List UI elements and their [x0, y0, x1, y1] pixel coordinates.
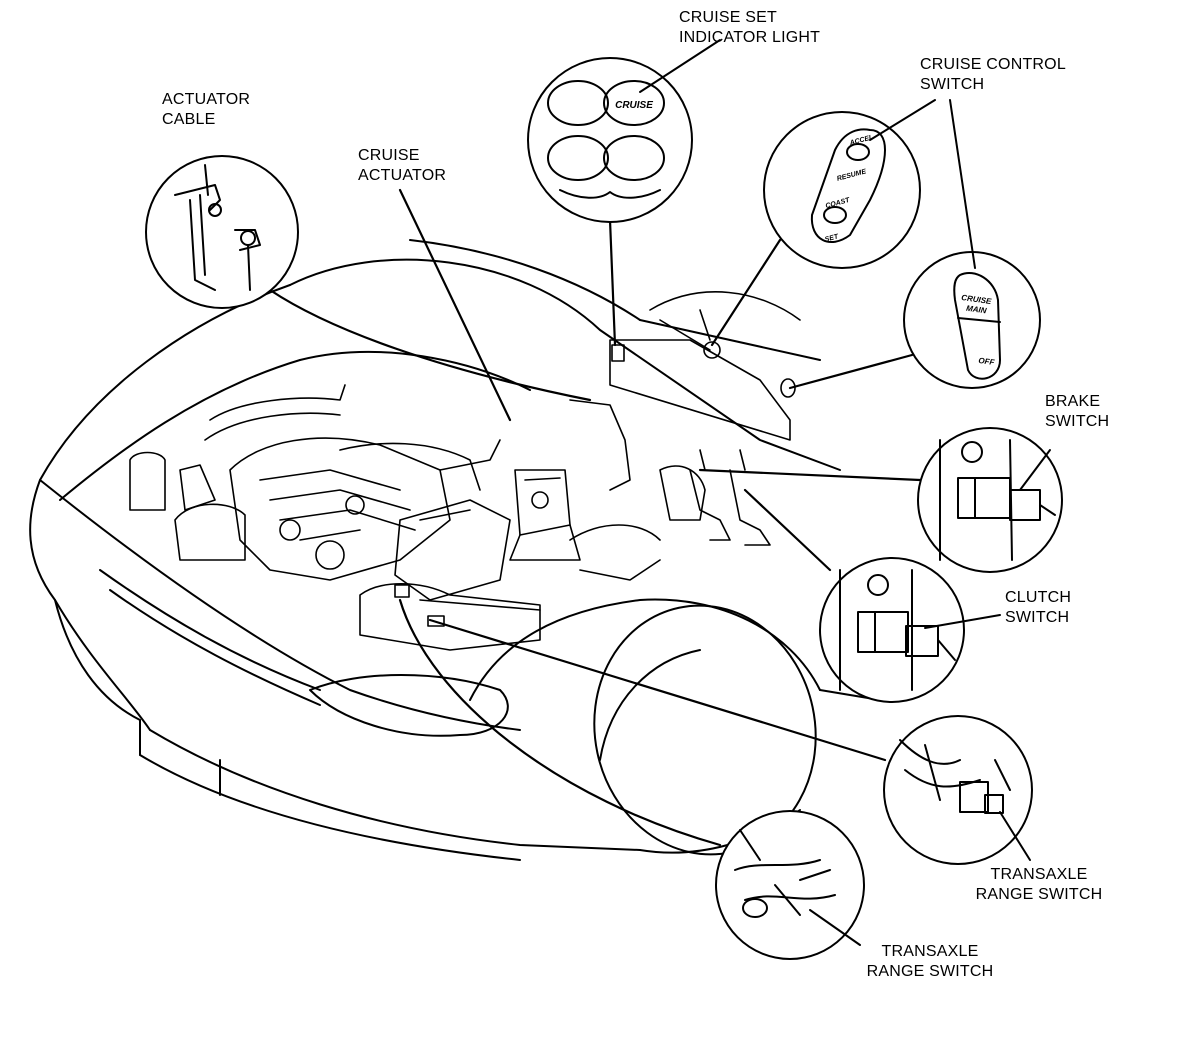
- transaxle-switch-right-detail: [883, 715, 1033, 865]
- car-body: [29, 239, 881, 861]
- brake-switch-label: BRAKE SWITCH: [1045, 393, 1110, 430]
- actuator-cable-detail: [145, 155, 299, 309]
- engine-bay: [129, 291, 801, 651]
- actuator-cable-label: ACTUATOR CABLE: [162, 91, 251, 128]
- cruise-control-switch-detail: ACCEL RESUME COAST SET: [763, 99, 936, 269]
- off-text: OFF: [978, 356, 996, 367]
- cruise-light-text: CRUISE: [615, 100, 653, 111]
- cruise-control-switch-label: CRUISE CONTROL SWITCH: [920, 56, 1066, 93]
- cruise-main-text-1: CRUISE: [961, 293, 993, 306]
- cruise-actuator-label: CRUISE ACTUATOR: [358, 147, 447, 184]
- cruise-main-switch-detail: CRUISE MAIN OFF: [903, 99, 1041, 389]
- leader-lines: [268, 188, 922, 847]
- clutch-switch-detail: [819, 557, 1001, 703]
- cruise-main-text-2: MAIN: [966, 304, 988, 316]
- transaxle-range-switch-bottom-label: TRANSAXLE RANGE SWITCH: [866, 943, 994, 980]
- transaxle-switch-bottom-detail: [715, 810, 865, 960]
- clutch-switch-label: CLUTCH SWITCH: [1005, 589, 1072, 626]
- brake-switch-detail: [917, 427, 1063, 573]
- set-text: SET: [824, 233, 840, 243]
- cruise-set-indicator-label: CRUISE SET INDICATOR LIGHT: [679, 9, 821, 46]
- transaxle-range-switch-right-label: TRANSAXLE RANGE SWITCH: [975, 866, 1103, 903]
- cruise-set-indicator-detail: CRUISE: [527, 39, 721, 223]
